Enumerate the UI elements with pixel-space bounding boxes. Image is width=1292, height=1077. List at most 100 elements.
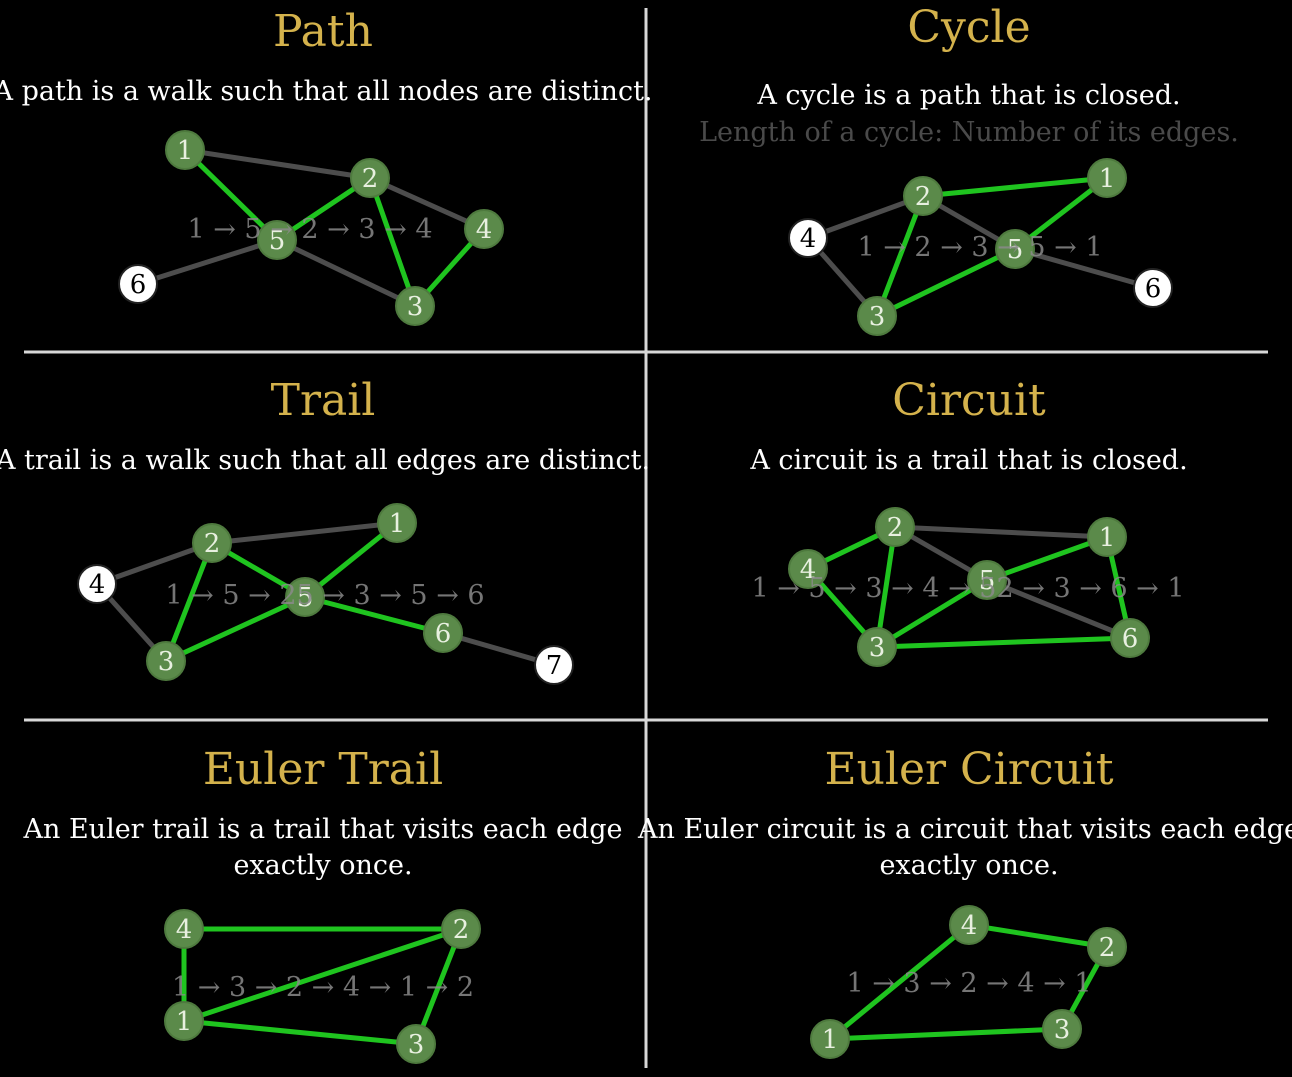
graph-edges <box>137 147 486 309</box>
node-2: 2 <box>875 507 915 547</box>
node-7: 7 <box>534 645 574 685</box>
node-circle <box>396 1024 436 1064</box>
edge-1-2-walk <box>183 926 462 1024</box>
node-circle <box>875 507 915 547</box>
panel-description-line: A path is a walk such that all nodes are… <box>0 76 653 107</box>
edge-2-3-walk <box>163 542 215 662</box>
edge-5-3 <box>275 237 417 309</box>
edge-4-2 <box>96 540 213 587</box>
node-label: 3 <box>869 302 886 332</box>
panel-title: Trail <box>271 375 376 426</box>
node-circle <box>788 549 828 589</box>
edge-4-2-walk <box>968 922 1108 950</box>
node-label: 4 <box>961 911 978 941</box>
node-label: 6 <box>130 270 147 300</box>
node-4: 4 <box>949 905 989 945</box>
node-label: 4 <box>800 224 817 254</box>
node-label: 1 <box>176 1007 193 1037</box>
node-label: 3 <box>158 647 175 677</box>
node-label: 4 <box>176 915 193 945</box>
node-3: 3 <box>1042 1009 1082 1049</box>
node-circle <box>350 158 390 198</box>
node-circle <box>164 1001 204 1041</box>
node-label: 5 <box>269 226 286 256</box>
node-label: 3 <box>869 633 886 663</box>
node-4: 4 <box>464 209 504 249</box>
node-circle <box>810 1019 850 1059</box>
node-label: 7 <box>546 651 563 681</box>
panel-description-line: A trail is a walk such that all edges ar… <box>0 445 650 476</box>
node-5: 5 <box>967 560 1007 600</box>
node-circle <box>1087 158 1127 198</box>
graph-nodes: 1 2 3 4 <box>810 905 1127 1059</box>
node-circle <box>377 503 417 543</box>
edge-3-2-walk <box>413 928 464 1045</box>
node-label: 2 <box>1099 933 1116 963</box>
node-circle <box>1133 268 1173 308</box>
node-circle <box>534 645 574 685</box>
node-label: 2 <box>204 529 221 559</box>
panel-title: Path <box>273 6 373 57</box>
node-label: 2 <box>453 915 470 945</box>
node-circle <box>995 229 1035 269</box>
node-circle <box>257 220 297 260</box>
node-circle <box>857 627 897 667</box>
edge-3-5-walk <box>875 246 1017 319</box>
node-1: 1 <box>165 130 205 170</box>
panel-path: Path A path is a walk such that all nodes… <box>0 6 653 326</box>
graph-nodes: 1 2 3 4 <box>164 909 481 1064</box>
edge-4-2 <box>807 193 924 241</box>
panel-description-line: exactly once. <box>879 850 1058 881</box>
node-3: 3 <box>395 286 435 326</box>
node-label: 6 <box>1145 274 1162 304</box>
edge-2-3-walk <box>367 177 418 307</box>
walk-sequence: 1 → 5 → 25 → 3 → 5 → 6 <box>165 580 484 611</box>
node-2: 2 <box>192 523 232 563</box>
edge-1-2 <box>184 147 371 181</box>
node-3: 3 <box>146 641 186 681</box>
node-circle <box>165 130 205 170</box>
panel-description-line: A circuit is a trail that is closed. <box>749 445 1187 476</box>
edge-5-6 <box>986 577 1131 641</box>
node-label: 3 <box>407 292 424 322</box>
node-circle <box>285 577 325 617</box>
edge-3-6-walk <box>876 635 1131 650</box>
panel-title: Euler Circuit <box>824 744 1113 795</box>
node-label: 6 <box>435 619 452 649</box>
node-label: 5 <box>979 566 996 596</box>
node-5: 5 <box>257 220 297 260</box>
node-label: 4 <box>800 555 817 585</box>
edge-2-1-walk <box>922 175 1108 199</box>
node-circle <box>1087 927 1127 967</box>
node-circle <box>464 209 504 249</box>
node-label: 2 <box>362 164 379 194</box>
edge-2-3-walk <box>874 526 898 648</box>
node-3: 3 <box>396 1024 436 1064</box>
node-circle <box>77 564 117 604</box>
edge-1-5-walk <box>183 148 279 242</box>
panel-description-line: A cycle is a path that is closed. <box>756 80 1180 111</box>
node-1: 1 <box>1087 517 1127 557</box>
edge-1-4-walk <box>828 923 971 1041</box>
node-6: 6 <box>423 613 463 653</box>
node-label: 3 <box>408 1030 425 1060</box>
node-1: 1 <box>810 1019 850 1059</box>
node-label: 4 <box>89 570 106 600</box>
node-label: 6 <box>1122 624 1139 654</box>
node-circle <box>788 218 828 258</box>
panel-description-line: An Euler circuit is a circuit that visit… <box>637 814 1292 845</box>
edge-2-4 <box>368 175 486 232</box>
node-circle <box>949 905 989 945</box>
edge-2-1 <box>211 520 398 546</box>
panel-trail: Trail A trail is a walk such that all edg… <box>0 375 650 685</box>
node-6: 6 <box>118 264 158 304</box>
walk-sequence: 1 → 5 → 3 → 4 → 52 → 3 → 6 → 1 <box>751 573 1184 604</box>
node-circle <box>395 286 435 326</box>
panel-note: Length of a cycle: Number of its edges. <box>699 117 1239 148</box>
panel-description-line: An Euler trail is a trail that visits ea… <box>23 814 623 845</box>
node-circle <box>1042 1009 1082 1049</box>
node-4: 4 <box>77 564 117 604</box>
node-circle <box>146 641 186 681</box>
